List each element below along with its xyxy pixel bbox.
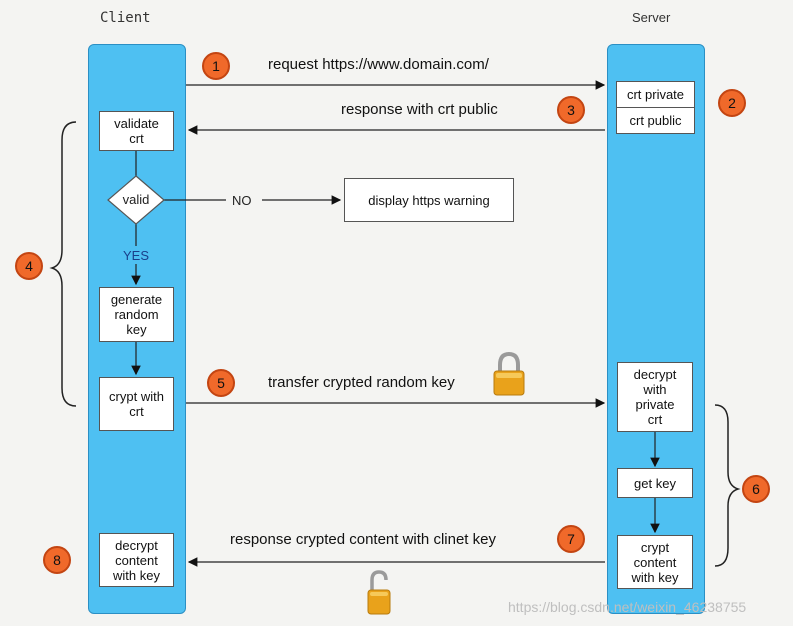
client-lane-title: Client bbox=[100, 10, 151, 26]
message-response-crt: response with crt public bbox=[341, 101, 498, 118]
decrypt-content-box: decrypt content with key bbox=[99, 533, 174, 587]
no-label: NO bbox=[232, 193, 252, 208]
lock-open-icon bbox=[367, 570, 391, 615]
valid-diamond bbox=[107, 175, 165, 225]
message-transfer-key: transfer crypted random key bbox=[268, 374, 455, 391]
step-badge-4: 4 bbox=[15, 252, 43, 280]
display-warning-box: display https warning bbox=[344, 178, 514, 222]
step-badge-6: 6 bbox=[742, 475, 770, 503]
step-badge-8: 8 bbox=[43, 546, 71, 574]
crt-public-box: crt public bbox=[616, 107, 695, 134]
yes-label: YES bbox=[123, 248, 150, 263]
brace-right bbox=[714, 404, 741, 567]
server-lane bbox=[607, 44, 705, 614]
step-badge-3: 3 bbox=[557, 96, 585, 124]
validate-crt-box: validate crt bbox=[99, 111, 174, 151]
valid-diamond-label: valid bbox=[122, 192, 150, 207]
brace-left bbox=[49, 121, 77, 407]
step-badge-7: 7 bbox=[557, 525, 585, 553]
step-badge-2: 2 bbox=[718, 89, 746, 117]
step-badge-5: 5 bbox=[207, 369, 235, 397]
lock-closed-icon bbox=[493, 351, 525, 396]
crypt-content-box: crypt content with key bbox=[617, 535, 693, 589]
generate-key-box: generate random key bbox=[99, 287, 174, 342]
decrypt-private-box: decrypt with private crt bbox=[617, 362, 693, 432]
crt-private-box: crt private bbox=[616, 81, 695, 108]
server-lane-title: Server bbox=[632, 10, 671, 25]
watermark-text: https://blog.csdn.net/weixin_46238755 bbox=[508, 599, 747, 615]
message-response-content: response crypted content with clinet key bbox=[230, 531, 496, 548]
crypt-with-crt-box: crypt with crt bbox=[99, 377, 174, 431]
message-request: request https://www.domain.com/ bbox=[268, 56, 489, 73]
step-badge-1: 1 bbox=[202, 52, 230, 80]
get-key-box: get key bbox=[617, 468, 693, 498]
